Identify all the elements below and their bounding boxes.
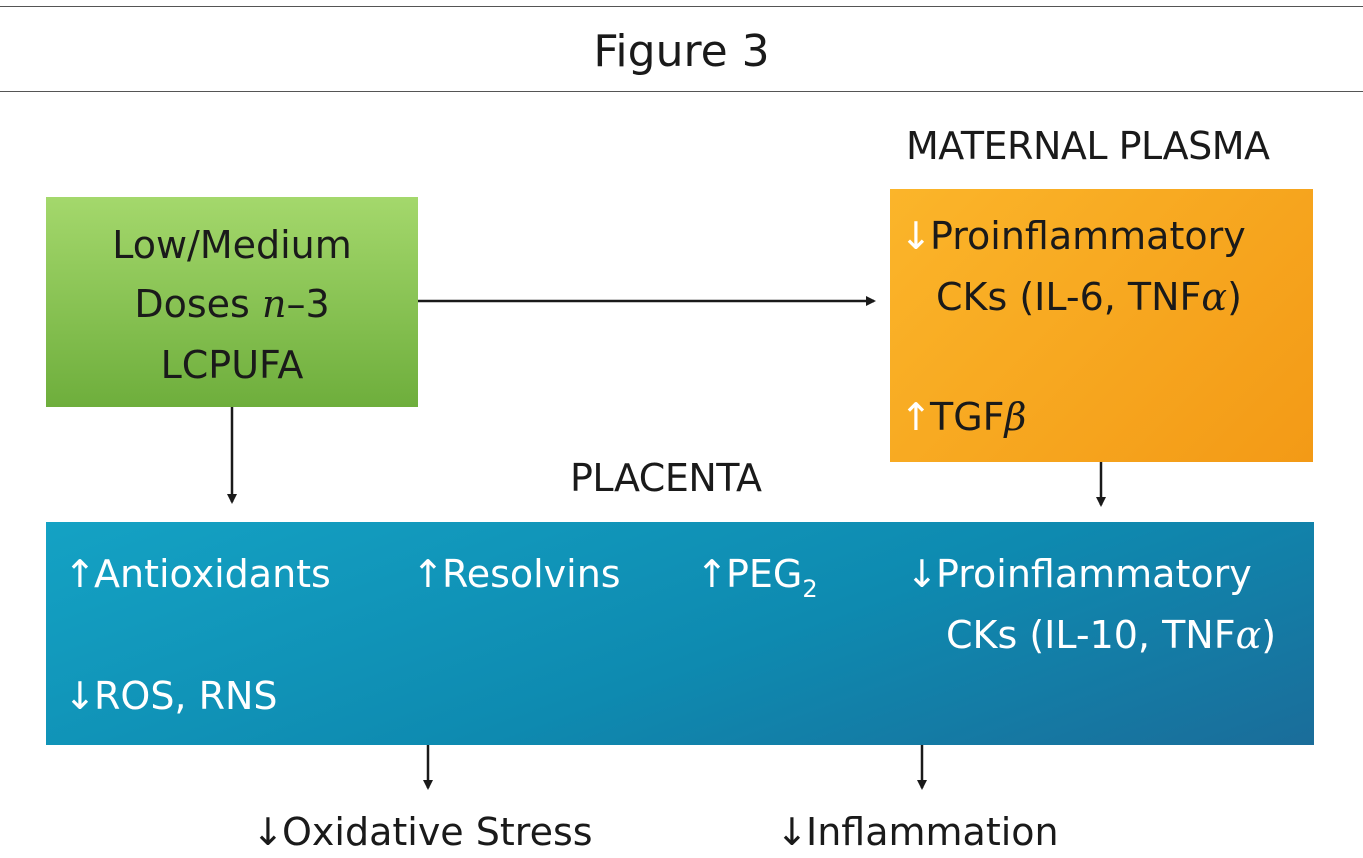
- up-arrow-icon: ↑: [412, 552, 444, 596]
- placenta-cks-suffix: ): [1261, 613, 1277, 657]
- title-rule: [0, 91, 1363, 92]
- source-text-n: n: [261, 282, 287, 326]
- plasma-tgf-line: ↑TGFβ: [900, 393, 1026, 441]
- down-arrow-icon: ↓: [64, 674, 96, 718]
- placenta-cks-prefix: CKs (IL-10, TNF: [946, 613, 1236, 657]
- placenta-alpha-symbol: α: [1235, 613, 1262, 657]
- plasma-alpha-symbol: α: [1201, 275, 1228, 319]
- top-rule: [0, 6, 1363, 7]
- placenta-box: [46, 522, 1314, 745]
- source-text-2: Doses: [134, 282, 262, 326]
- antioxidants-label: Antioxidants: [94, 552, 331, 596]
- up-arrow-icon: ↑: [696, 552, 728, 596]
- down-arrow-icon: ↓: [776, 810, 808, 854]
- placenta-ros: ↓ROS, RNS: [64, 672, 278, 720]
- up-arrow-icon: ↑: [64, 552, 96, 596]
- plasma-proinflammatory-line1: ↓Proinflammatory: [900, 212, 1246, 260]
- source-box: [46, 197, 418, 407]
- source-text-3: –3: [286, 282, 330, 326]
- placenta-resolvins: ↑Resolvins: [412, 550, 621, 598]
- maternal-plasma-heading: MATERNAL PLASMA: [906, 124, 1270, 168]
- ros-label: ROS, RNS: [94, 674, 278, 718]
- resolvins-label: Resolvins: [442, 552, 621, 596]
- figure-title: Figure 3: [593, 26, 770, 77]
- up-arrow-icon: ↑: [900, 395, 932, 439]
- source-line-3: LCPUFA: [46, 341, 418, 389]
- inflammation-label: Inflammation: [806, 810, 1059, 854]
- plasma-proinflammatory-line2: CKs (IL-6, TNFα): [936, 273, 1242, 321]
- placenta-heading: PLACENTA: [570, 456, 762, 500]
- peg-subscript: 2: [802, 575, 818, 603]
- down-arrow-icon: ↓: [906, 552, 938, 596]
- plasma-cks-suffix: ): [1227, 275, 1242, 319]
- placenta-proinflammatory-label: Proinflammatory: [936, 552, 1252, 596]
- placenta-antioxidants: ↑Antioxidants: [64, 550, 331, 598]
- plasma-proinflammatory-label: Proinflammatory: [930, 214, 1246, 258]
- plasma-cks-prefix: CKs (IL-6, TNF: [936, 275, 1202, 319]
- placenta-proinflammatory-line1: ↓Proinflammatory: [906, 550, 1252, 598]
- maternal-plasma-box: [890, 189, 1313, 462]
- down-arrow-icon: ↓: [252, 810, 284, 854]
- source-text-4: LCPUFA: [160, 343, 304, 387]
- down-arrow-icon: ↓: [900, 214, 932, 258]
- peg-label: PEG: [726, 552, 803, 596]
- source-text-1: Low/Medium: [112, 223, 352, 267]
- placenta-proinflammatory-line2: CKs (IL-10, TNFα): [946, 611, 1276, 659]
- outcome-oxidative-stress: ↓Oxidative Stress: [252, 808, 593, 856]
- outcome-inflammation: ↓Inflammation: [776, 808, 1059, 856]
- source-line-1: Low/Medium: [46, 221, 418, 269]
- source-line-2: Doses n–3: [46, 280, 418, 328]
- plasma-tgf-label: TGF: [930, 395, 1005, 439]
- placenta-peg: ↑PEG2: [696, 550, 818, 613]
- oxidative-stress-label: Oxidative Stress: [282, 810, 593, 854]
- plasma-beta-symbol: β: [1004, 395, 1027, 439]
